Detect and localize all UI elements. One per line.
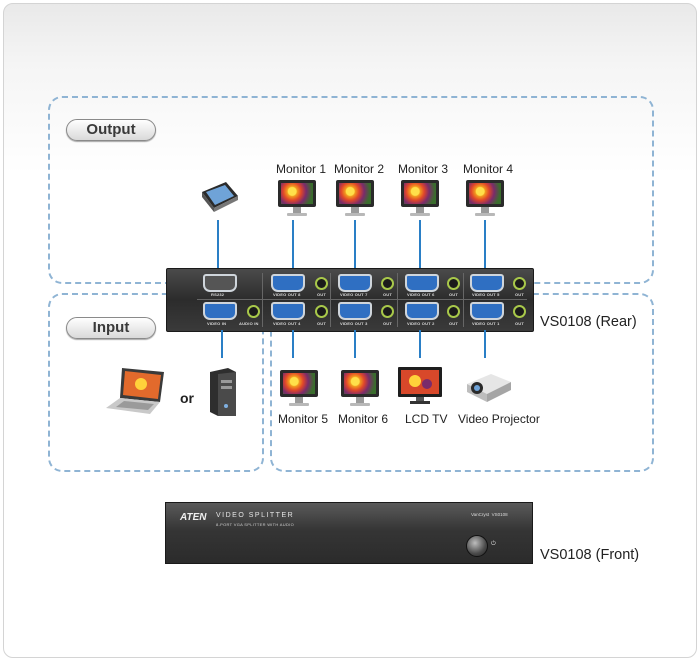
video-out-8-port xyxy=(271,274,305,292)
out-6-label: OUT xyxy=(449,292,459,297)
monitor-3-label: Monitor 3 xyxy=(398,162,449,176)
wire-monitor-5 xyxy=(292,330,294,358)
monitor-4-label: Monitor 4 xyxy=(463,162,514,176)
wire-monitor-4 xyxy=(484,220,486,270)
power-icon: ⏻ xyxy=(491,541,496,547)
power-button[interactable] xyxy=(466,535,488,557)
video-out-8-label: VIDEO OUT 8 xyxy=(273,292,301,297)
audio-out-8-jack xyxy=(315,277,328,290)
monitor-5-label: Monitor 5 xyxy=(278,412,329,426)
out-7-label: OUT xyxy=(383,292,393,297)
out-5-label: OUT xyxy=(515,292,525,297)
rear-panel-caption: VS0108 (Rear) xyxy=(540,314,637,330)
monitor-1-icon xyxy=(278,180,316,218)
wire-lcd-tv xyxy=(419,330,421,358)
monitor-6-icon xyxy=(341,370,379,408)
video-out-7-label: VIDEO OUT 7 xyxy=(340,292,368,297)
video-in-port xyxy=(203,302,237,320)
rs232-label: RS232 xyxy=(211,292,225,297)
video-out-3-port xyxy=(338,302,372,320)
wire-touch-panel xyxy=(217,220,219,270)
video-out-5-port xyxy=(470,274,504,292)
audio-out-1-jack xyxy=(513,305,526,318)
video-in-label: VIDEO IN xyxy=(207,321,227,326)
audio-out-4-jack xyxy=(315,305,328,318)
video-projector-icon xyxy=(467,374,511,402)
monitor-1-label: Monitor 1 xyxy=(276,162,327,176)
laptop-icon xyxy=(106,368,164,414)
video-out-1-label: VIDEO OUT 1 xyxy=(472,321,500,326)
monitor-5-icon xyxy=(280,370,318,408)
touch-panel-icon xyxy=(202,182,238,212)
out-4-label: OUT xyxy=(317,321,327,326)
video-out-4-label: VIDEO OUT 4 xyxy=(273,321,301,326)
out-1-label: OUT xyxy=(515,321,525,326)
out-2-label: OUT xyxy=(449,321,459,326)
lcd-tv-icon xyxy=(398,367,442,404)
out-8-label: OUT xyxy=(317,292,327,297)
video-out-6-port xyxy=(405,274,439,292)
video-out-4-port xyxy=(271,302,305,320)
or-label: or xyxy=(180,390,194,406)
wire-monitor-2 xyxy=(354,220,356,270)
monitor-2-icon xyxy=(336,180,374,218)
wire-monitor-3 xyxy=(419,220,421,270)
front-model-tag: VanCryst VS0108 xyxy=(471,512,508,517)
audio-out-7-jack xyxy=(381,277,394,290)
front-subtitle: 8-PORT VGA SPLITTER WITH AUDIO xyxy=(216,522,294,527)
rs232-port xyxy=(203,274,237,292)
front-product-line: VIDEO SPLITTER xyxy=(216,512,295,519)
audio-out-3-jack xyxy=(381,305,394,318)
video-out-7-port xyxy=(338,274,372,292)
video-out-2-label: VIDEO OUT 2 xyxy=(407,321,435,326)
audio-in-label: AUDIO IN xyxy=(239,321,259,326)
monitor-4-icon xyxy=(466,180,504,218)
audio-in-jack xyxy=(247,305,260,318)
pc-tower-icon xyxy=(210,368,236,416)
output-label: Output xyxy=(66,119,156,141)
front-panel: ATEN VIDEO SPLITTER 8-PORT VGA SPLITTER … xyxy=(165,502,533,564)
video-out-1-port xyxy=(470,302,504,320)
monitor-6-label: Monitor 6 xyxy=(338,412,389,426)
wire-monitor-1 xyxy=(292,220,294,270)
video-out-3-label: VIDEO OUT 3 xyxy=(340,321,368,326)
input-label: Input xyxy=(66,317,156,339)
video-out-2-port xyxy=(405,302,439,320)
input-region xyxy=(48,293,264,472)
video-out-5-label: VIDEO OUT 5 xyxy=(472,292,500,297)
rear-panel: RS232 VIDEO IN AUDIO IN VIDEO OUT 8 OUT … xyxy=(166,268,534,332)
video-projector-label: Video Projector xyxy=(458,412,540,426)
video-out-6-label: VIDEO OUT 6 xyxy=(407,292,435,297)
monitor-3-icon xyxy=(401,180,439,218)
monitor-2-label: Monitor 2 xyxy=(334,162,385,176)
wire-input xyxy=(221,330,223,358)
audio-out-2-jack xyxy=(447,305,460,318)
out-3-label: OUT xyxy=(383,321,393,326)
front-panel-caption: VS0108 (Front) xyxy=(540,547,640,563)
audio-out-6-jack xyxy=(447,277,460,290)
lcd-tv-label: LCD TV xyxy=(405,412,448,426)
front-brand: ATEN xyxy=(180,512,207,523)
wire-projector xyxy=(484,330,486,358)
wire-monitor-6 xyxy=(354,330,356,358)
audio-out-5-jack xyxy=(513,277,526,290)
